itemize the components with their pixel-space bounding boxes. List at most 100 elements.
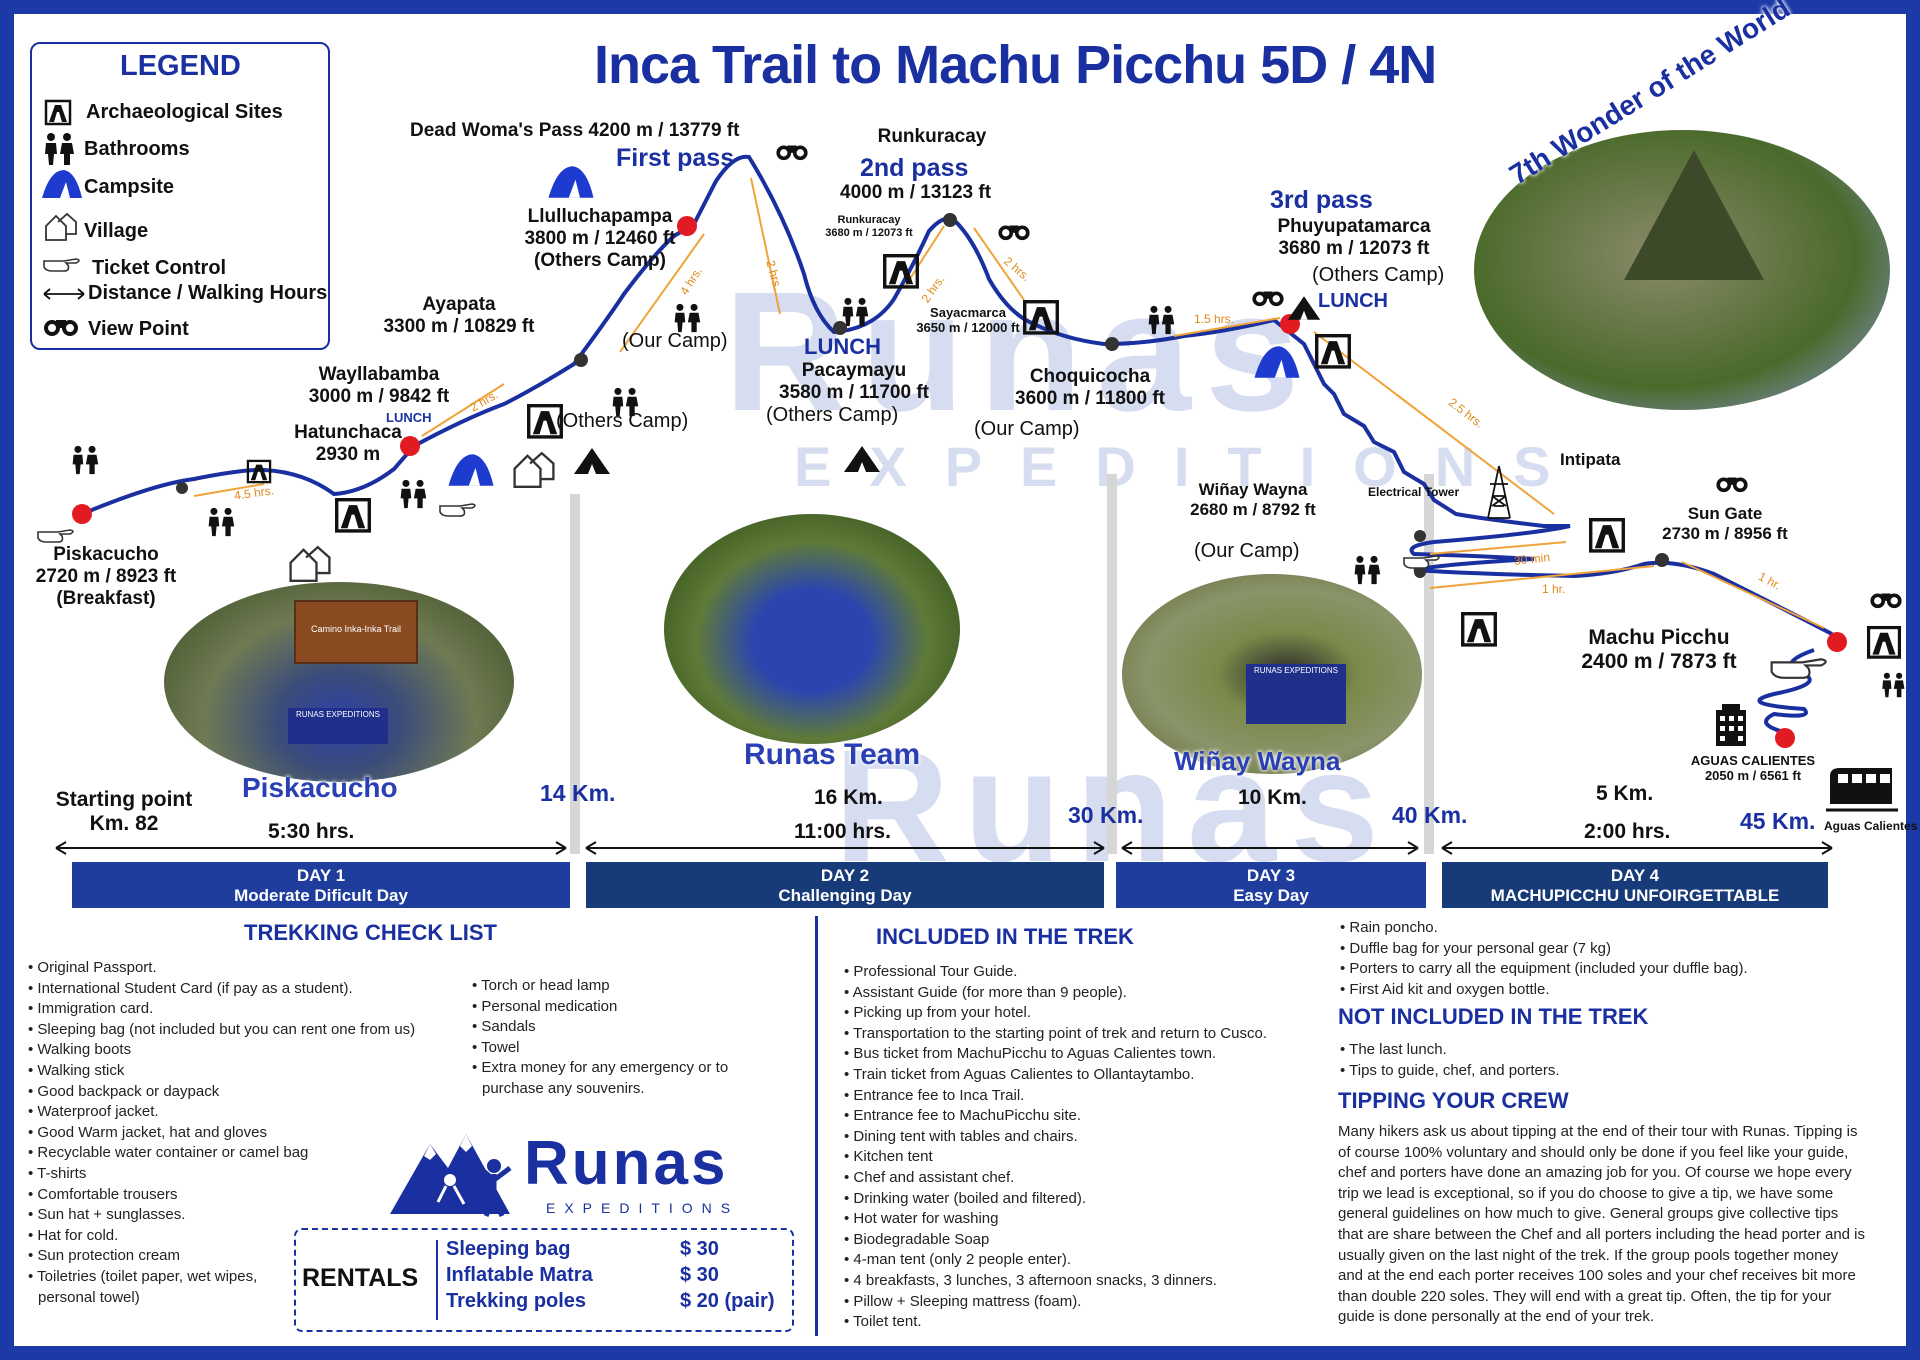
watermark-brand: Runas [724, 257, 1314, 447]
legend-title: LEGEND [120, 50, 241, 82]
photo-caption-runas-team: Runas Team [744, 738, 921, 771]
archaeological-site-icon [246, 459, 272, 484]
km-marker: 40 Km. [1392, 802, 1468, 828]
km-marker: 30 Km. [1068, 802, 1144, 828]
rental-price: $ 30 [680, 1238, 719, 1260]
walk-time-label: 1 hr. [1542, 582, 1566, 596]
place-altitude: 3600 m / 11800 ft [1015, 387, 1165, 409]
photo-winay-wayna: RUNAS EXPEDITIONS [1122, 574, 1422, 774]
photo-caption-piskacucho: Piskacucho [242, 772, 398, 803]
place-name: Piskacucho [53, 544, 159, 565]
tipping-line: that are share between the Chef and all … [1338, 1225, 1866, 1243]
checklist-item: • Immigration card. [28, 1000, 154, 1018]
place-name: AGUAS CALIENTES [1690, 753, 1816, 768]
day-description: Easy Day [1233, 885, 1309, 905]
tipping-line: general guidelines on how much to give. … [1338, 1205, 1839, 1223]
electrical-tower-icon [1487, 465, 1511, 519]
segment-distance: 16 Km. [814, 786, 883, 809]
place-altitude: 3000 m / 9842 ft [308, 385, 450, 407]
day-bar-3: DAY 3 Easy Day [1116, 862, 1426, 908]
rentals-divider [436, 1240, 438, 1320]
black-tent-icon [574, 448, 610, 474]
logo-brand-text: Runas [524, 1129, 729, 1198]
place-altitude: 2930 m [315, 443, 381, 465]
hand-pointer-icon [1403, 555, 1440, 569]
photo-caption-winay-wayna: Wiñay Wayna [1174, 746, 1341, 776]
place-ayapata: Ayapata 3300 m / 10829 ft [374, 294, 544, 338]
checklist-item: • Comfortable trousers [28, 1185, 178, 1203]
trail-route-map [72, 154, 1847, 748]
place-winay-wayna: Wiñay Wayna 2680 m / 8792 ft [1168, 480, 1338, 519]
place-altitude: 2680 m / 8792 ft [1190, 499, 1316, 519]
checklist-title: TREKKING CHECK LIST [244, 920, 497, 945]
checklist-item: purchase any souvenirs. [482, 1079, 645, 1097]
checklist-item: • T-shirts [28, 1164, 87, 1182]
trail-map-page: Runas EXPEDITIONS Runas Inca Trail to Ma… [14, 0, 1917, 1346]
included-item: • Pillow + Sleeping mattress (foam). [844, 1292, 1082, 1310]
legend-label: Village [84, 220, 149, 242]
archaeological-site-icon [527, 404, 563, 439]
not-included-item: • Tips to guide, chef, and porters. [1340, 1061, 1560, 1079]
archaeological-site-icon [1023, 300, 1059, 335]
binoculars-icon [998, 225, 1030, 241]
place-phuyupatamarca-note: (Others Camp) [1312, 264, 1445, 286]
not-included-list: • The last lunch. • Tips to guide, chef,… [1340, 1040, 1560, 1081]
route-stop [574, 353, 588, 367]
tipping-line: guide is done personally at the end of y… [1338, 1308, 1655, 1326]
place-name: Sun Gate [1687, 504, 1763, 523]
included-item: • Biodegradable Soap [844, 1230, 990, 1248]
place-intipata: Intipata [1560, 450, 1621, 469]
segment-arrows [55, 841, 1833, 855]
legend-label: Campsite [84, 176, 175, 198]
hand-pointer-icon [439, 503, 476, 517]
included-list-continued: • Rain poncho. • Duffle bag for your per… [1340, 918, 1748, 1000]
checklist-item: • Walking boots [28, 1041, 132, 1059]
black-tent-icon [1287, 296, 1321, 320]
day-divider-2 [1107, 474, 1117, 854]
rental-price: $ 20 (pair) [680, 1290, 775, 1312]
day-description: Moderate Dificult Day [234, 885, 408, 905]
checklist-item: • Good backpack or daypack [28, 1082, 220, 1100]
checklist-item: • International Student Card (if pay as … [28, 979, 353, 997]
place-altitude: 3680 m / 12073 ft [1278, 237, 1430, 259]
binoculars-icon [1252, 291, 1284, 307]
tipping-text: Many hikers ask us about tipping at the … [1338, 1122, 1865, 1328]
tent-icon [548, 166, 594, 198]
place-name: Runkuracay [837, 214, 901, 226]
hand-pointer-icon [43, 258, 80, 272]
photo-piskacucho: Camino Inka-Inka Trail RUNAS EXPEDITIONS [164, 582, 514, 782]
checklist-item: • Torch or head lamp [472, 977, 610, 994]
mountain-logo-icon [390, 1134, 512, 1218]
route-stop [833, 321, 847, 335]
place-altitude: 2730 m / 8956 ft [1662, 523, 1788, 543]
train-icon [1826, 768, 1898, 812]
trail-sign: Camino Inka-Inka Trail [294, 600, 418, 664]
place-note: (Breakfast) [56, 587, 156, 609]
checklist-col2: • Torch or head lamp • Personal medicati… [472, 976, 728, 1100]
checklist-item: • Personal medication [472, 997, 618, 1015]
binoculars-icon [776, 145, 808, 161]
km-marker: 14 Km. [540, 780, 616, 806]
hand-pointer-icon [1770, 658, 1827, 679]
route-stop [1414, 530, 1426, 542]
included-list: • Professional Tour Guide. • Assistant G… [844, 962, 1267, 1333]
archaeological-site-icon [883, 254, 919, 289]
segment-distance: 5 Km. [1596, 782, 1654, 805]
archaeological-site-icon [44, 99, 72, 126]
included-item: • Picking up from your hotel. [844, 1004, 1032, 1022]
checklist-item: • Sun protection cream [28, 1247, 180, 1265]
lunch-label: LUNCH [804, 334, 881, 359]
black-tent-icon [844, 446, 880, 472]
archaeological-site-icon [1866, 625, 1902, 659]
place-name: Runkuracay [877, 126, 987, 147]
archaeological-site-icon [335, 498, 371, 533]
place-altitude: 2050 m / 6561 ft [1704, 767, 1802, 783]
tipping-line: and at the end each porter receives 100 … [1338, 1267, 1856, 1285]
day-number: DAY 1 [296, 866, 346, 885]
included-item: • 4 breakfasts, 3 lunches, 3 afternoon s… [844, 1271, 1217, 1289]
day-bar-4: DAY 4 MACHUPICCHU UNFOIRGETTABLE [1442, 862, 1828, 908]
place-pacaymayu-note: (Others Camp) [766, 404, 899, 426]
route-stop [1414, 566, 1426, 578]
binoculars-icon [1870, 593, 1902, 609]
page-title: Inca Trail to Machu Picchu 5D / 4N [594, 35, 1437, 95]
